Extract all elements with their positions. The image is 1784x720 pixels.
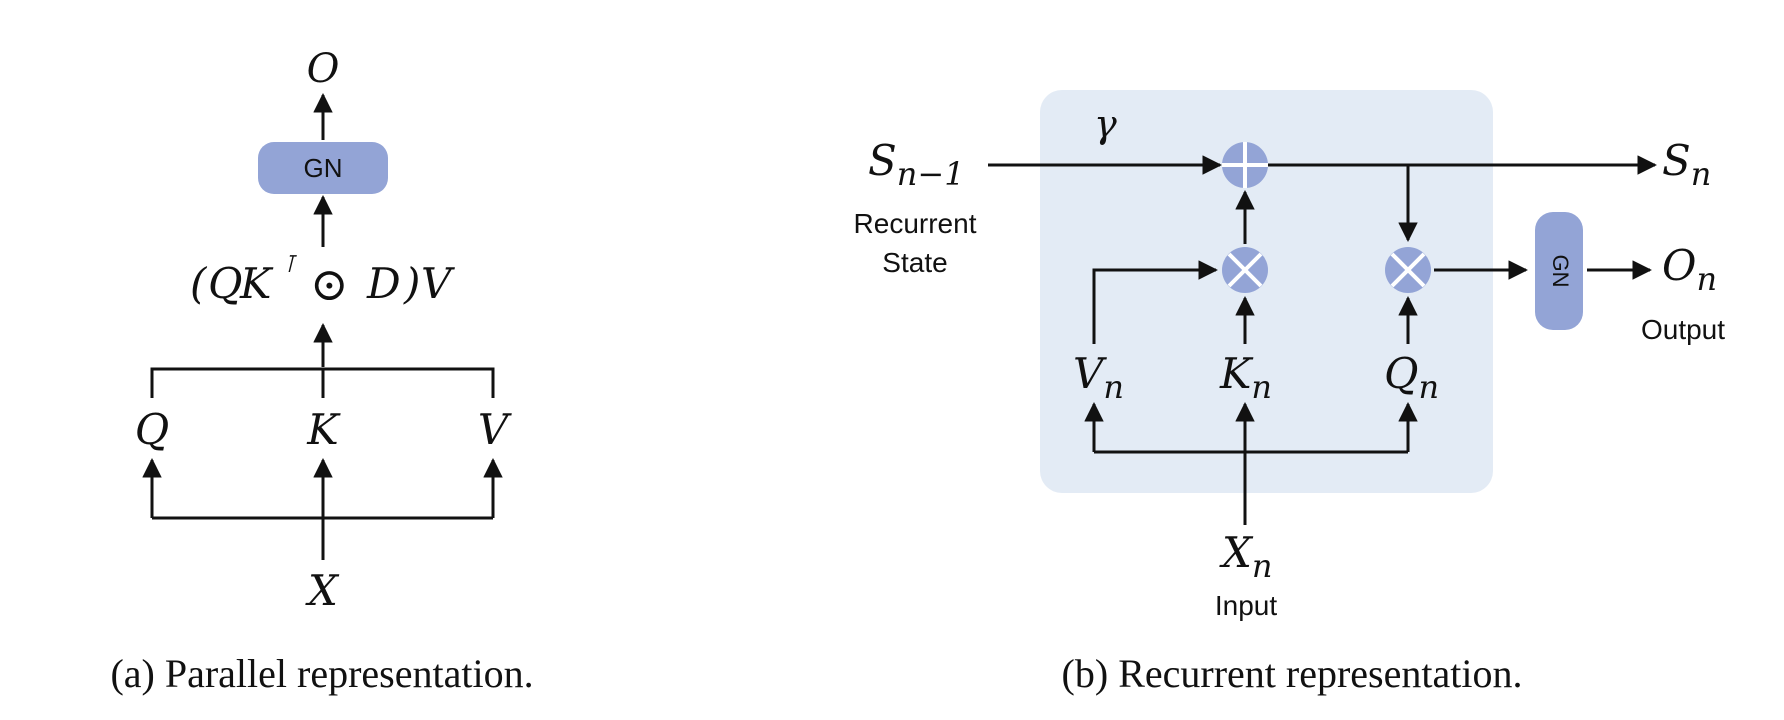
formula-close-paren: ) — [403, 259, 420, 308]
formula-transpose: ⊺ — [283, 250, 297, 278]
state-prev-base: S — [868, 136, 897, 185]
recurrent-panel — [1040, 90, 1493, 493]
parallel-diagram: O GN ( Q K ⊺ ⊙ D ) V Q K V X (a) Paralle — [110, 46, 533, 696]
state-next-label: Sn — [1662, 136, 1711, 193]
recurrent-caption: (b) Recurrent representation. — [1062, 651, 1523, 696]
recurrent-k-label: Kn — [1219, 349, 1272, 406]
add-node — [1222, 142, 1268, 188]
x-sub: n — [1252, 547, 1273, 585]
formula-q: Q — [208, 259, 242, 308]
recurrent-gn-label: GN — [1548, 255, 1573, 288]
formula-d: D — [366, 259, 401, 308]
recurrent-output-label: On — [1662, 241, 1717, 298]
gamma-label: γ — [1094, 102, 1117, 146]
formula-v: V — [421, 259, 455, 308]
recurrent-input-text: Input — [1215, 590, 1277, 621]
parallel-v-label: V — [478, 405, 512, 454]
mul-q-node — [1385, 247, 1431, 293]
v-sub: n — [1103, 368, 1124, 406]
recurrent-output-text: Output — [1641, 314, 1725, 345]
recurrent-state-label-2: State — [882, 247, 947, 278]
state-next-sub: n — [1691, 155, 1712, 193]
recurrent-state-label-1: Recurrent — [854, 208, 977, 239]
formula-k: K — [239, 259, 274, 308]
k-base: K — [1219, 349, 1254, 398]
recurrent-q-label: Qn — [1384, 349, 1439, 406]
mul-kv-node — [1222, 247, 1268, 293]
v-to-mul-kv-arrow — [1092, 260, 1218, 344]
q-base: Q — [1384, 349, 1418, 398]
k-sub: n — [1251, 368, 1272, 406]
parallel-input-label: X — [305, 566, 340, 615]
formula-odot: ⊙ — [310, 257, 349, 311]
q-sub: n — [1418, 368, 1439, 406]
state-next-base: S — [1662, 136, 1691, 185]
state-prev-sub: n−1 — [897, 155, 965, 193]
recurrent-diagram: γ Sn−1 Recurrent State Sn — [854, 90, 1725, 696]
parallel-k-label: K — [306, 405, 341, 454]
state-prev-label: Sn−1 — [868, 136, 965, 193]
parallel-q-label: Q — [135, 405, 169, 454]
recurrent-v-label: Vn — [1073, 349, 1124, 406]
o-sub: n — [1696, 260, 1717, 298]
parallel-caption: (a) Parallel representation. — [110, 651, 533, 696]
recurrent-gn-box — [1535, 212, 1583, 330]
parallel-output-label: O — [307, 46, 340, 92]
parallel-gn-label: GN — [304, 153, 343, 183]
recurrent-input-label: Xn — [1219, 528, 1273, 585]
retention-formula: ( Q K ⊺ ⊙ D ) V — [190, 250, 455, 311]
o-base: O — [1662, 241, 1696, 290]
v-base: V — [1073, 349, 1107, 398]
x-base: X — [1219, 528, 1254, 577]
formula-open-paren: ( — [190, 259, 208, 308]
parallel-gn-box — [258, 142, 388, 194]
